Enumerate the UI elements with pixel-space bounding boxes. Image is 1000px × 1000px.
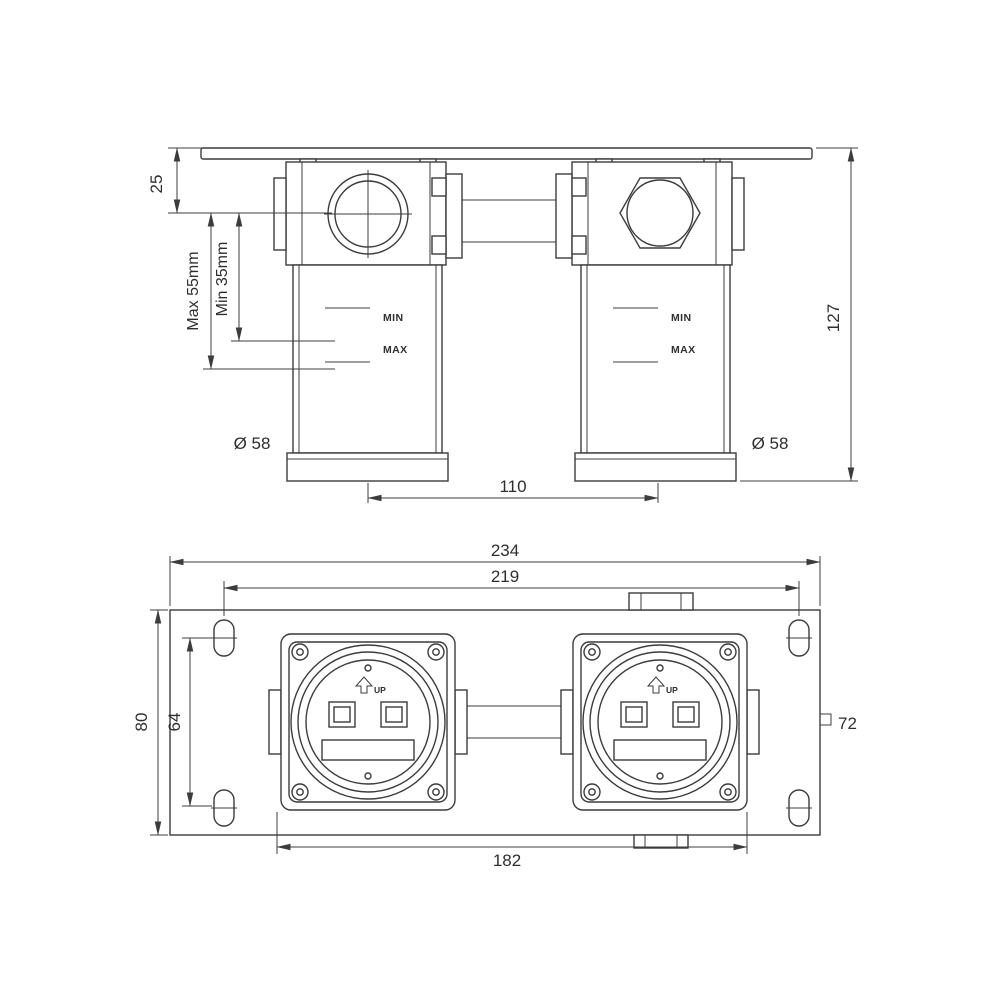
left-up-label: UP (374, 685, 386, 695)
dimension-64: 64 (165, 637, 212, 807)
left-valve-collar (286, 452, 449, 482)
dim-25-label: 25 (147, 175, 166, 194)
right-valve-top-connector (628, 592, 694, 611)
right-valve-elevation: MIN MAX (555, 158, 745, 482)
left-valve-plan: UP (268, 633, 468, 811)
dim-max-depth-label: Max 55mm (185, 251, 202, 330)
right-valve-collar (574, 452, 737, 482)
left-up-marker: UP (354, 676, 386, 695)
dimension-max-depth: Max 55mm (185, 212, 335, 370)
left-min-label: MIN (383, 312, 403, 324)
top-view-elevation: MIN MAX MIN MAX (147, 147, 858, 503)
right-valve-hex-nut (619, 177, 701, 249)
right-up-label: UP (666, 685, 678, 695)
dimension-219: 219 (223, 567, 800, 616)
plan-connecting-rail (467, 705, 573, 739)
left-max-label: MAX (383, 344, 408, 356)
dim-80-label: 80 (132, 713, 151, 732)
up-arrow-icon (646, 676, 666, 694)
wall-plate-bar (200, 147, 813, 160)
dimension-110: 110 (367, 477, 659, 503)
dim-min-depth-label: Min 35mm (214, 242, 231, 317)
dim-110-label: 110 (499, 477, 526, 496)
right-valve-bottom-connector (633, 834, 689, 849)
right-valve-cylinder (580, 264, 731, 454)
square-symbol-icon (819, 713, 832, 726)
dia-right-label: Ø 58 (752, 434, 789, 453)
wall-plate (200, 147, 813, 160)
dimension-min-depth: Min 35mm (214, 212, 335, 342)
dimension-72: 72 (819, 713, 857, 733)
bottom-view-plan: UP UP (132, 541, 857, 870)
up-arrow-icon (354, 676, 374, 694)
right-valve-port-block (613, 739, 707, 761)
dim-72-label: 72 (838, 714, 857, 733)
dimension-25: 25 (147, 147, 332, 214)
left-valve-cylinder (292, 264, 443, 454)
connecting-rail (462, 199, 556, 243)
left-valve-port-block (321, 739, 415, 761)
dimension-80: 80 (132, 609, 168, 836)
dimension-182: 182 (276, 812, 748, 870)
dim-219-label: 219 (491, 567, 519, 586)
right-valve-plan: UP (560, 633, 760, 811)
right-max-label: MAX (671, 344, 696, 356)
dimension-234: 234 (169, 541, 821, 606)
left-valve-rough-in-circle (290, 644, 446, 800)
dim-234-label: 234 (491, 541, 519, 560)
right-min-label: MIN (671, 312, 691, 324)
right-valve-rough-in-circle (582, 644, 738, 800)
dimension-127: 127 (740, 147, 858, 482)
right-up-marker: UP (646, 676, 678, 695)
left-valve-elevation: MIN MAX (273, 158, 463, 482)
dim-127-label: 127 (824, 304, 843, 332)
dim-182-label: 182 (493, 851, 521, 870)
right-valve-bracket (555, 173, 573, 259)
dim-64-label: 64 (165, 713, 184, 732)
left-valve-bracket (445, 173, 463, 259)
dia-left-label: Ø 58 (234, 434, 271, 453)
